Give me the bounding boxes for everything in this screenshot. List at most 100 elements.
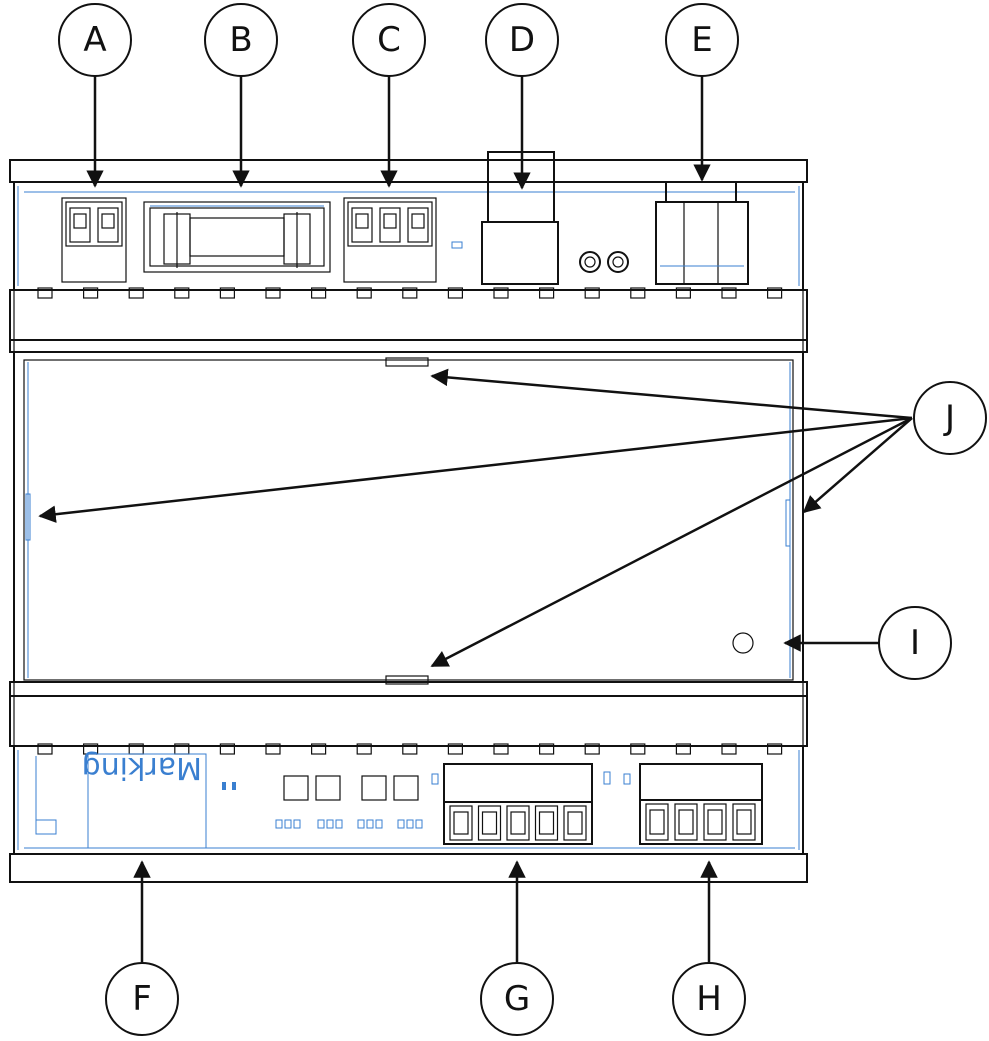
connector-d: [481, 151, 559, 285]
led-dot: [293, 819, 301, 829]
terminal-screw: [453, 811, 469, 835]
rail-tab: [675, 743, 692, 755]
svg-text:C: C: [377, 20, 401, 60]
terminal-screw: [736, 809, 752, 835]
small-led-pair-gh: [603, 771, 631, 785]
svg-text:F: F: [132, 979, 152, 1019]
device-housing: [9, 159, 808, 883]
led-dot: [317, 819, 325, 829]
rail-tab: [265, 743, 281, 755]
rail-tab: [538, 743, 555, 755]
rail-tab: [721, 743, 737, 755]
callout-d: D: [485, 3, 559, 77]
fuse-holder-b: [143, 201, 331, 273]
rail-tab: [219, 743, 235, 755]
led-dot: [415, 819, 423, 829]
svg-text:I: I: [910, 623, 920, 663]
terminal-pin: [703, 803, 727, 841]
svg-text:H: H: [696, 979, 722, 1019]
rail-tab: [584, 743, 600, 755]
terminal-pin: [674, 803, 698, 841]
indicator-hole-i: [732, 632, 754, 654]
led-dot: [275, 819, 283, 829]
callout-i: I: [878, 606, 952, 680]
rail-tab: [447, 287, 463, 299]
terminal-screw: [678, 809, 694, 835]
led-dot: [326, 819, 334, 829]
rail-tab: [402, 743, 418, 755]
rail-tab: [37, 287, 53, 299]
rail-tab: [447, 743, 463, 755]
terminal-block-a: [61, 197, 127, 283]
led-dot: [335, 819, 343, 829]
terminal-screw: [510, 811, 526, 835]
rail-tab: [766, 287, 783, 299]
terminal-block-g: [431, 763, 593, 845]
terminal-pin: [477, 805, 502, 841]
rail-tab: [766, 743, 783, 755]
rail-tab: [311, 287, 327, 299]
mounting-clips: [25, 357, 791, 685]
svg-text:E: E: [691, 20, 712, 60]
rail-tab: [128, 287, 144, 299]
callout-e: E: [665, 3, 739, 77]
rail-tab: [493, 287, 509, 299]
rail-tab: [630, 743, 646, 755]
svg-text:B: B: [229, 20, 252, 60]
terminal-screw: [567, 811, 583, 835]
terminal-block-c: [343, 197, 437, 283]
led-dot: [406, 819, 414, 829]
terminal-block-h: [639, 763, 763, 845]
callout-f: F: [105, 962, 179, 1036]
terminal-screw: [538, 811, 555, 835]
led-dot: [366, 819, 374, 829]
callout-h: H: [672, 962, 746, 1036]
rail-tab: [630, 287, 646, 299]
svg-text:J: J: [943, 398, 955, 438]
svg-text:A: A: [83, 20, 106, 60]
rail-tab: [219, 287, 235, 299]
marking-label-f: Marking: [35, 750, 207, 849]
rail-tab: [721, 287, 737, 299]
led-row: [275, 819, 423, 829]
terminal-screw: [707, 809, 723, 835]
led-dot: [357, 819, 365, 829]
rail-tab: [675, 287, 692, 299]
terminal-pin: [732, 803, 756, 841]
callout-b: B: [204, 3, 278, 77]
status-led-top: [451, 241, 463, 249]
terminal-pin: [506, 805, 530, 841]
callout-g: G: [480, 962, 554, 1036]
connector-e: [655, 181, 749, 285]
rail-tab: [493, 743, 509, 755]
terminal-screw: [481, 811, 498, 835]
round-indicators: [579, 251, 629, 273]
led-pair: [222, 782, 236, 790]
terminal-pin: [563, 805, 587, 841]
rail-tab: [82, 287, 99, 299]
callout-arrows: [38, 76, 913, 962]
rail-tab: [402, 287, 418, 299]
rail-tab: [311, 743, 327, 755]
callout-a: A: [58, 3, 132, 77]
led-dot: [397, 819, 405, 829]
rail-tab: [356, 743, 372, 755]
rail-tab: [538, 287, 555, 299]
marking-text: Marking: [82, 750, 202, 785]
push-buttons: [283, 775, 419, 801]
terminal-pin: [534, 805, 559, 841]
rail-tab: [37, 743, 53, 755]
rail-tab: [265, 287, 281, 299]
rail-tab: [584, 287, 600, 299]
rail-tab: [174, 287, 190, 299]
svg-text:D: D: [509, 20, 535, 60]
callout-c: C: [352, 3, 426, 77]
led-dot: [284, 819, 292, 829]
terminal-screw: [649, 809, 665, 835]
top-rail-tabs: [37, 287, 783, 299]
svg-text:G: G: [504, 979, 530, 1019]
terminal-pin: [449, 805, 473, 841]
led-dot: [375, 819, 383, 829]
callout-j: J: [913, 381, 987, 455]
